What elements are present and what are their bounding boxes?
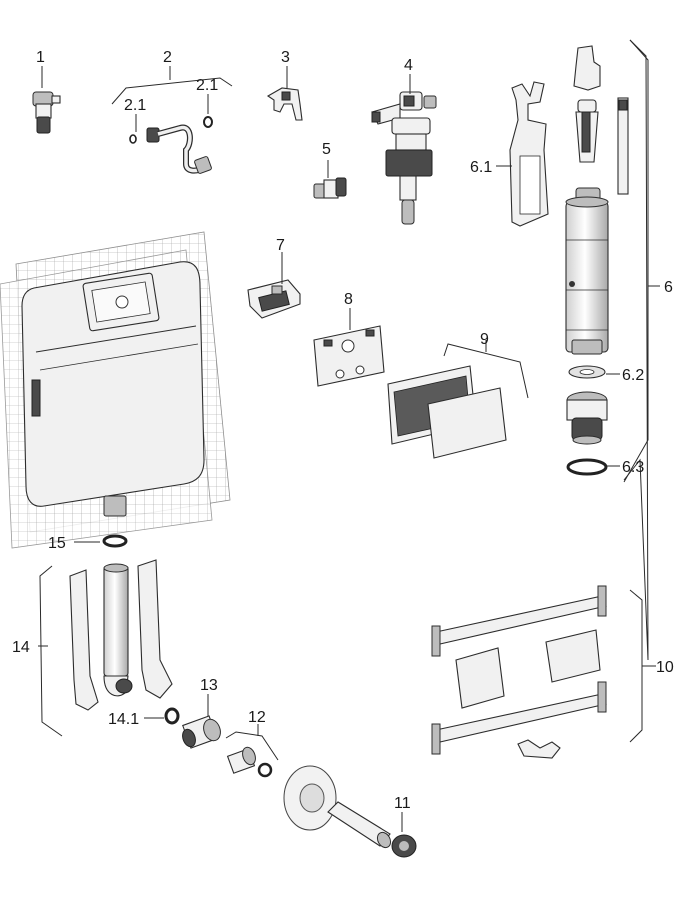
part-11-seal-ring xyxy=(391,834,417,858)
part-5-nipple xyxy=(313,177,347,199)
part-8-plate xyxy=(313,325,385,387)
label-13: 13 xyxy=(200,677,218,694)
label-11: 11 xyxy=(394,795,411,812)
part-6-flush-valve xyxy=(565,45,629,355)
label-6-2: 6.2 xyxy=(622,367,644,384)
label-8: 8 xyxy=(344,291,353,308)
part-6-1-lever-frame xyxy=(509,81,549,227)
label-6-3: 6.3 xyxy=(622,459,644,476)
part-14-1-ring xyxy=(164,707,180,725)
label-9: 9 xyxy=(480,331,489,348)
label-15: 15 xyxy=(48,535,66,552)
label-4: 4 xyxy=(404,57,413,74)
part-6-valve-seat xyxy=(566,391,608,445)
label-14: 14 xyxy=(12,639,30,656)
part-2-1-seal-a xyxy=(129,134,137,144)
part-6-2-washer xyxy=(568,365,606,379)
label-3: 3 xyxy=(281,49,290,66)
label-6-1: 6.1 xyxy=(470,159,492,176)
part-15-seal xyxy=(102,534,128,548)
part-9-cover-box xyxy=(387,365,507,459)
cistern-with-mesh xyxy=(0,231,231,549)
part-12-adapter xyxy=(226,746,273,778)
label-2-1-left: 2.1 xyxy=(124,97,146,114)
part-2-1-seal-b xyxy=(203,116,213,128)
label-6: 6 xyxy=(664,279,673,296)
label-10: 10 xyxy=(656,659,674,676)
part-10-mounting-brackets xyxy=(431,585,607,759)
label-2-1-right: 2.1 xyxy=(196,77,218,94)
part-3-clip xyxy=(266,87,303,121)
part-14-drain-bend xyxy=(69,559,173,711)
part-4-fill-valve xyxy=(371,91,437,225)
label-7: 7 xyxy=(276,237,285,254)
label-14-1: 14.1 xyxy=(108,711,139,728)
part-7-actuator-mount xyxy=(247,279,301,319)
part-6-3-seal-ring xyxy=(566,458,608,476)
label-12: 12 xyxy=(248,709,266,726)
part-2-hose xyxy=(146,124,212,174)
label-5: 5 xyxy=(322,141,331,158)
part-13-connector xyxy=(182,715,221,749)
part-1-connector xyxy=(32,91,61,134)
rosette-and-pipe xyxy=(283,765,392,849)
label-1: 1 xyxy=(36,49,45,66)
label-2: 2 xyxy=(163,49,172,66)
